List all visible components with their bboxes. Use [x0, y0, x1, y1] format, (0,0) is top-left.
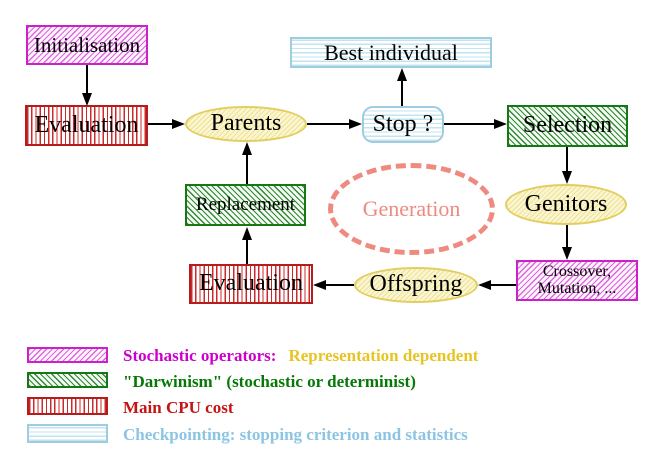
node-initialisation: Initialisation [26, 25, 148, 65]
node-evaluation-bottom: Evaluation [189, 264, 313, 304]
node-crossover-mutation: Crossover, Mutation, ... [516, 260, 638, 301]
node-selection: Selection [507, 105, 628, 147]
node-best-individual: Best individual [290, 37, 492, 68]
legend-label-primary: Stochastic operators: [123, 346, 277, 365]
legend-label-main-cpu-cost: Main CPU cost [123, 398, 234, 417]
node-evaluation-top: Evaluation [25, 105, 148, 146]
legend-swatch-checkpointing [27, 424, 108, 443]
crossover-line1: Crossover, [542, 262, 612, 280]
crossover-line2: Mutation, ... [537, 279, 617, 297]
legend-swatch-stochastic-operators [27, 347, 108, 363]
node-parents: Parents [185, 106, 307, 142]
legend-label-secondary: Representation dependent [288, 346, 479, 365]
node-stop: Stop ? [362, 106, 444, 143]
legend-label-stochastic-operators: Stochastic operators: Representation depe… [123, 346, 478, 366]
legend-swatch-darwinism [27, 372, 108, 388]
legend-label-checkpointing: Checkpointing: stopping criterion and st… [123, 425, 468, 444]
node-offspring: Offspring [354, 267, 478, 303]
node-replacement: Replacement [185, 184, 306, 226]
node-genitors: Genitors [505, 184, 627, 225]
node-generation: Generation [328, 163, 495, 255]
legend-label-darwinism: "Darwinism" (stochastic or determinist) [123, 372, 416, 391]
legend-swatch-main-cpu-cost [27, 397, 108, 415]
